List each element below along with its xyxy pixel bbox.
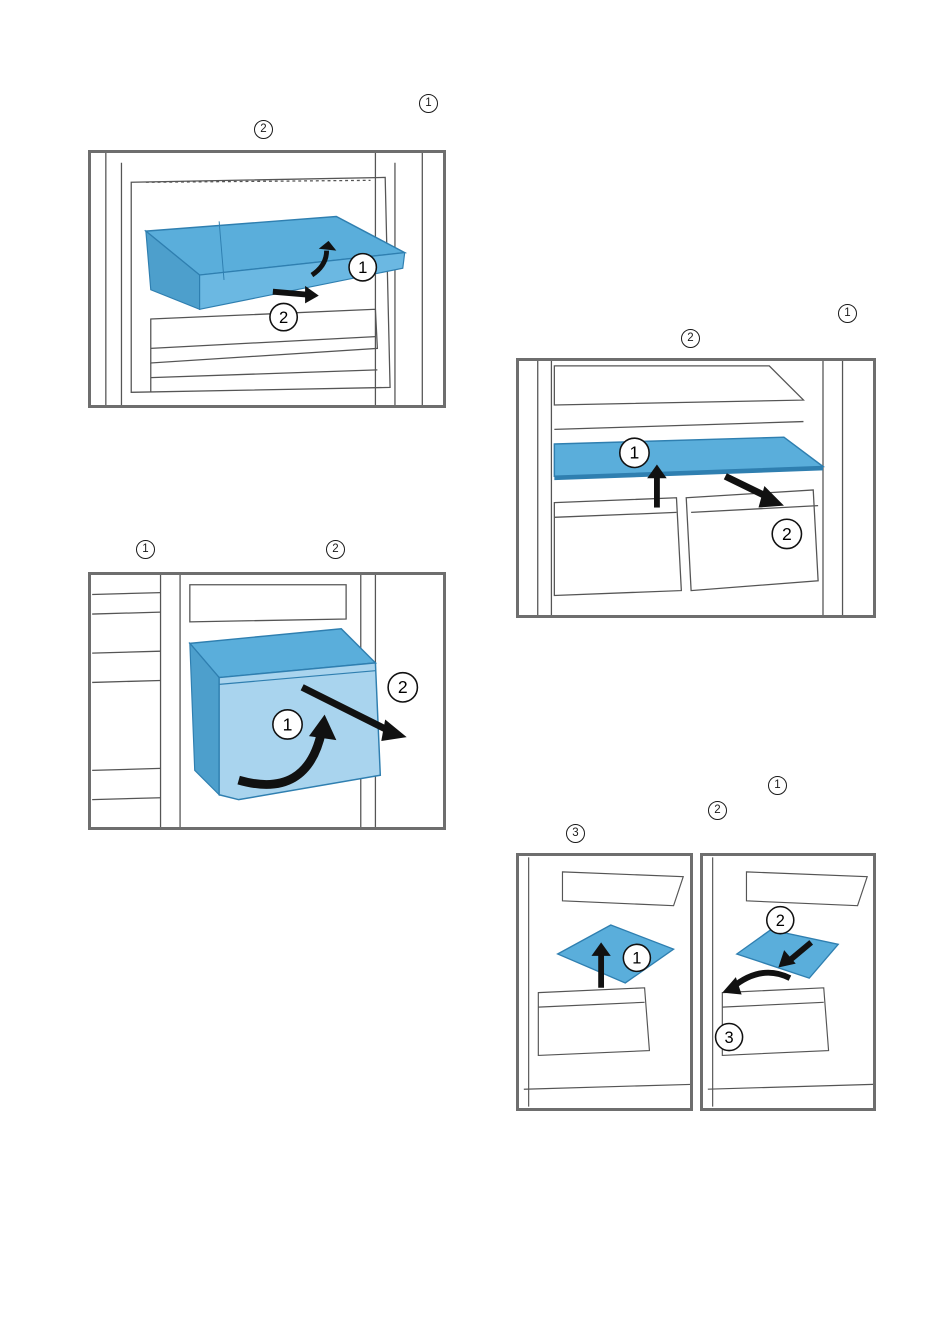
step-marker-2: 2 xyxy=(681,329,700,348)
step-marker-2: 2 xyxy=(254,120,273,139)
callout-1: 1 xyxy=(283,714,293,734)
figure-glass-shelf-removal: 1 2 xyxy=(516,358,876,618)
step-marker-1: 1 xyxy=(768,776,787,795)
figure-shelf-removal: 1 2 xyxy=(88,150,446,408)
callout-3: 3 xyxy=(725,1029,734,1047)
cover-plate-lift-illustration: 1 xyxy=(519,856,690,1108)
callout-1: 1 xyxy=(358,258,367,277)
drawer-illustration: 2 1 xyxy=(91,575,443,827)
figure-cover-plate-remove: 2 3 xyxy=(700,853,876,1111)
figure-drawer-removal: 2 1 xyxy=(88,572,446,830)
step-marker-3: 3 xyxy=(566,824,585,843)
callout-2: 2 xyxy=(776,912,785,930)
step-marker-2: 2 xyxy=(708,801,727,820)
figure-cover-plate-lift: 1 xyxy=(516,853,693,1111)
step-marker-1: 1 xyxy=(838,304,857,323)
step-marker-2: 2 xyxy=(326,540,345,559)
glass-shelf-illustration: 1 2 xyxy=(519,361,873,615)
callout-1: 1 xyxy=(632,950,641,968)
callout-2: 2 xyxy=(782,524,792,544)
cover-plate-remove-illustration: 2 3 xyxy=(703,856,873,1108)
shelf-illustration: 1 2 xyxy=(91,153,443,405)
callout-2: 2 xyxy=(279,308,288,327)
step-marker-1: 1 xyxy=(419,94,438,113)
step-marker-1: 1 xyxy=(136,540,155,559)
callout-2: 2 xyxy=(398,677,408,697)
callout-1: 1 xyxy=(630,443,640,463)
